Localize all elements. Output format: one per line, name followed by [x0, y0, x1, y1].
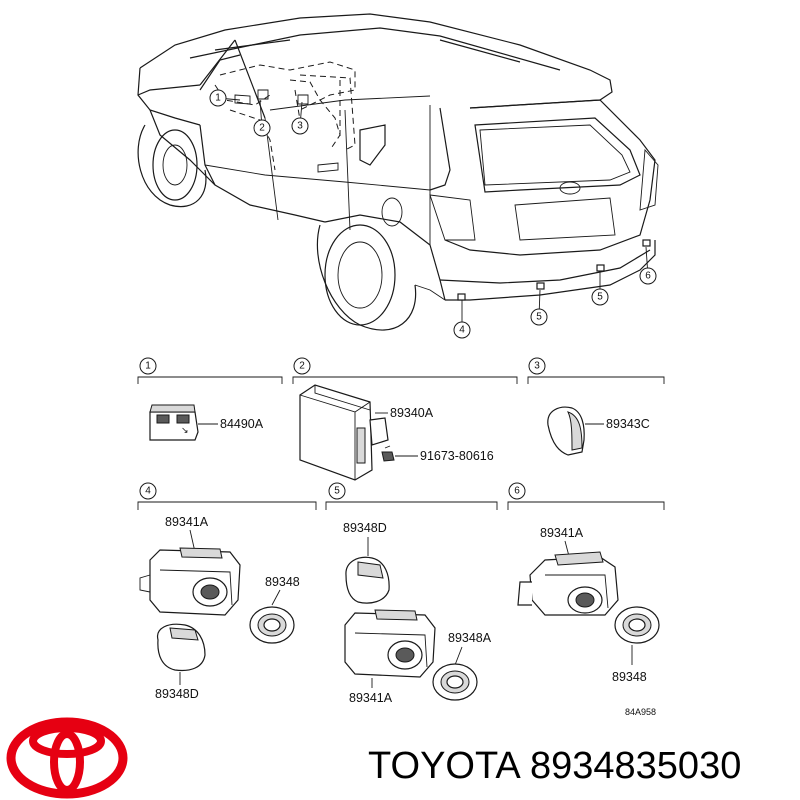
cover-89348d-part: [345, 556, 390, 604]
label-89341a: 89341A: [540, 526, 584, 540]
callout-5a: 5: [530, 308, 548, 326]
label-89348d: 89348D: [155, 687, 199, 701]
callout-4: 4: [453, 321, 471, 339]
svg-text:4: 4: [459, 325, 465, 336]
diagram-code: 84A958: [625, 707, 656, 717]
section-2: 2 89340A 91673-80616: [292, 357, 518, 481]
svg-text:6: 6: [514, 486, 520, 497]
sensor-bracket-89341a-part: [139, 547, 241, 616]
label-91673-80616: 91673-80616: [420, 449, 494, 463]
ring-89348a-part: [432, 663, 478, 701]
cover-89348d-part: [157, 623, 206, 672]
label-84490a: 84490A: [220, 417, 264, 431]
svg-text:3: 3: [534, 361, 540, 372]
sensor-bracket-89341a-part: [344, 609, 436, 678]
svg-text:5: 5: [597, 292, 603, 303]
sensor-bracket-89341a-part: [517, 551, 619, 616]
svg-text:1: 1: [145, 361, 151, 372]
section-3: 3 89343C: [527, 357, 665, 456]
vehicle-illustration: [137, 13, 659, 331]
ring-89348-part: [249, 606, 295, 644]
svg-text:3: 3: [297, 121, 303, 132]
svg-text:2: 2: [299, 361, 305, 372]
label-89343c: 89343C: [606, 417, 650, 431]
svg-text:↘: ↘: [181, 425, 189, 435]
ring-89348-part: [614, 606, 660, 644]
callout-2: 2: [253, 119, 271, 137]
label-89341a: 89341A: [349, 691, 393, 705]
label-89341a: 89341A: [165, 515, 209, 529]
svg-text:2: 2: [259, 123, 265, 134]
svg-text:4: 4: [145, 486, 151, 497]
section-1: 1 ↘ 84490A: [137, 357, 283, 441]
label-89348a: 89348A: [448, 631, 492, 645]
section-4: 4 89341A 89348 89348D: [137, 482, 317, 701]
svg-text:5: 5: [334, 486, 340, 497]
label-89340a: 89340A: [390, 406, 434, 420]
svg-text:6: 6: [645, 271, 651, 282]
callout-3: 3: [291, 117, 309, 135]
part-number: 8934835030: [530, 745, 741, 787]
callout-6: 6: [639, 267, 657, 285]
callout-5b: 5: [591, 288, 609, 306]
switch-84490a-part: ↘: [149, 404, 199, 441]
label-89348: 89348: [265, 575, 300, 589]
section-5: 5 89348D 89348A 89341A: [325, 482, 498, 705]
callout-1: 1: [209, 89, 227, 107]
bolt-91673-part: [381, 445, 395, 462]
label-89348: 89348: [612, 670, 647, 684]
toyota-logo-icon: [6, 717, 128, 799]
svg-text:1: 1: [215, 93, 221, 104]
control-module-89340a-part: [299, 384, 389, 481]
svg-text:5: 5: [536, 312, 542, 323]
sensor-89343c-part: [547, 406, 585, 456]
label-89348d: 89348D: [343, 521, 387, 535]
section-6: 6 89341A 89348: [507, 482, 665, 684]
brand-name: TOYOTA: [368, 745, 521, 787]
